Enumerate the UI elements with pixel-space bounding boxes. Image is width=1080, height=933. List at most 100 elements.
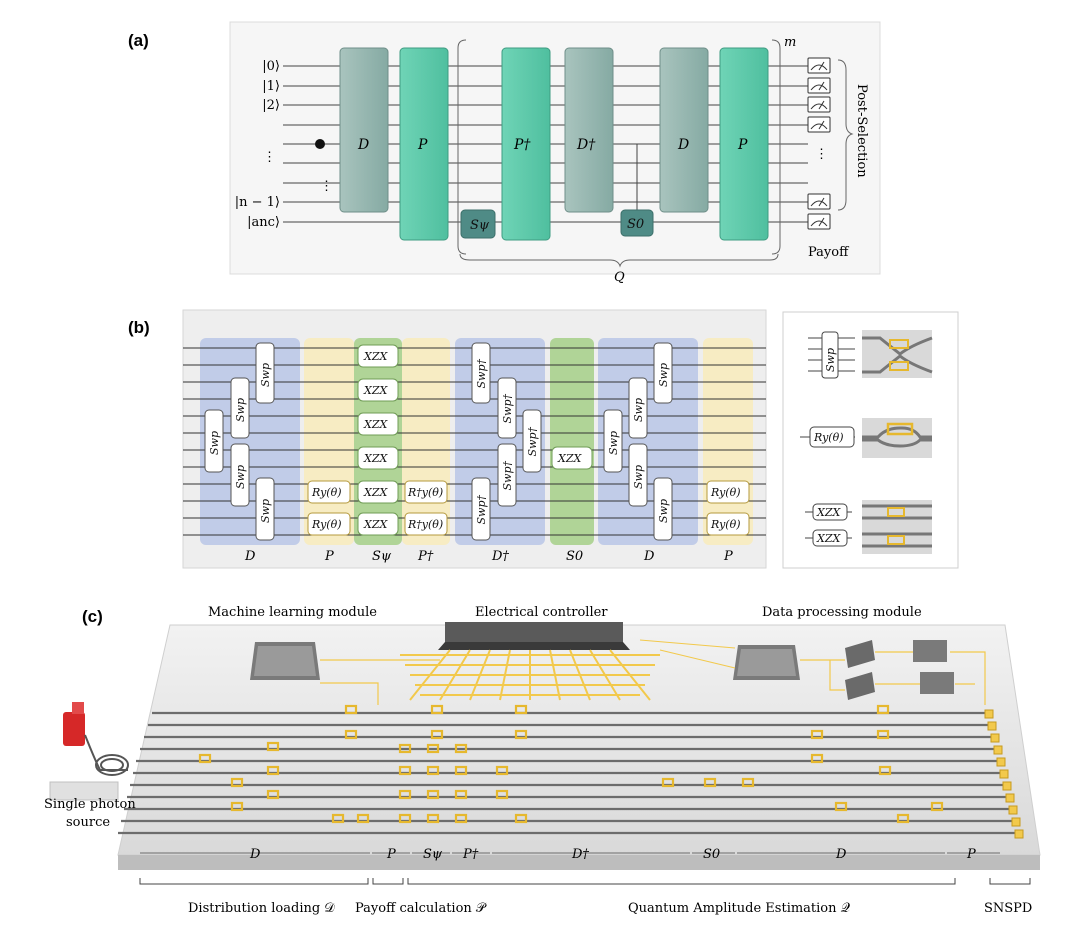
swp-dagger-gate: Swp† <box>497 377 517 439</box>
section-label: D <box>835 847 847 862</box>
ry-dagger-gates: R†y(θ) R†y(θ) <box>404 480 448 536</box>
swp-gates-d: Swp Swp Swp Swp Swp <box>204 342 275 541</box>
section-label: P <box>723 549 733 564</box>
ry-dagger-gate: R†y(θ) <box>404 512 448 536</box>
ml-module-chip <box>250 642 320 680</box>
gate-d: D <box>659 47 709 213</box>
xzx-gate: XZX <box>357 412 399 436</box>
swp-gate: Swp <box>603 409 623 473</box>
svg-text:XZX: XZX <box>363 518 388 531</box>
ry-gates-p: Ry(θ) Ry(θ) <box>307 480 351 536</box>
svg-text:D: D <box>677 137 689 153</box>
ry-gate: Ry(θ) <box>706 512 750 536</box>
swp-gate: Swp <box>628 443 648 507</box>
section-label: P† <box>417 549 434 564</box>
svg-text:Swp: Swp <box>259 499 272 523</box>
section-label: P† <box>462 847 479 862</box>
meter-dots: ⋮ <box>815 147 828 162</box>
svg-text:R†y(θ): R†y(θ) <box>407 518 443 531</box>
legend-xzx: XZX XZX <box>805 503 852 547</box>
gate-p: P <box>399 47 449 241</box>
post-selection-brace <box>837 59 854 211</box>
q-underbrace <box>459 253 779 268</box>
svg-text:Swp: Swp <box>657 499 670 523</box>
svg-text:Swp†: Swp† <box>501 461 514 491</box>
repeat-m-label: m <box>784 35 796 50</box>
meter-icon <box>807 96 831 113</box>
swp-gate: Swp <box>653 477 673 541</box>
distribution-loading-label: Distribution loading 𝒟 <box>188 901 335 916</box>
swp-gate: Swp <box>628 377 648 439</box>
phase-shifters <box>198 704 944 824</box>
svg-text:S0: S0 <box>627 217 644 232</box>
svg-text:Swp: Swp <box>234 465 247 489</box>
q-bracket-right <box>771 39 781 255</box>
svg-text:Swp: Swp <box>607 431 620 455</box>
legend-swp-heater <box>889 361 909 371</box>
single-photon-source <box>49 702 129 801</box>
gate-p-dagger: P† <box>501 47 551 241</box>
swp-gate: Swp <box>230 377 250 439</box>
xzx-gate: XZX <box>357 344 399 368</box>
section-label: Sψ <box>423 847 443 862</box>
swp-gate: Swp <box>230 443 250 507</box>
xzx-gates-s-psi: XZX XZX XZX XZX XZX XZX <box>357 344 399 536</box>
xzx-gate: XZX <box>357 378 399 402</box>
input-label: |1⟩ <box>262 79 280 94</box>
qae-label: Quantum Amplitude Estimation 𝒬 <box>628 901 851 916</box>
chip-section-labels: D P Sψ P† D† S0 D P <box>249 847 976 862</box>
swp-dagger-gate: Swp† <box>471 477 491 541</box>
svg-text:Swp: Swp <box>632 398 645 422</box>
snspd-label: SNSPD <box>984 901 1032 916</box>
legend-ry: Ry(θ) <box>800 426 855 448</box>
svg-text:P: P <box>737 137 748 153</box>
input-label: |2⟩ <box>262 98 280 113</box>
dp-wires <box>800 651 986 705</box>
legend-swp-heater <box>889 339 909 349</box>
input-label: |0⟩ <box>262 59 280 74</box>
section-label: P <box>324 549 334 564</box>
svg-text:Ry(θ): Ry(θ) <box>710 518 741 531</box>
q-bracket-left <box>457 39 467 255</box>
svg-text:Swp: Swp <box>259 363 272 387</box>
gate-d: D <box>339 47 389 213</box>
svg-text:Ry(θ): Ry(θ) <box>311 486 342 499</box>
panel-b-label: (b) <box>128 318 150 337</box>
swp-dagger-gate: Swp† <box>497 443 517 507</box>
svg-text:XZX: XZX <box>816 532 841 545</box>
panel-c-label: (c) <box>82 607 103 626</box>
ry-gate: Ry(θ) <box>706 480 750 504</box>
section-label: Sψ <box>372 549 392 564</box>
bottom-brackets <box>139 878 1031 885</box>
svg-text:Swp†: Swp† <box>526 427 539 457</box>
panel-c: (c) Machine learning module Electrical c… <box>44 605 1041 916</box>
input-dots: ⋮ <box>320 179 333 194</box>
post-selection-label: Post-Selection <box>854 84 869 178</box>
gate-d-dagger: D† <box>564 47 614 213</box>
svg-text:XZX: XZX <box>816 506 841 519</box>
svg-text:Swp: Swp <box>234 398 247 422</box>
swp-gate: Swp <box>255 477 275 541</box>
xzx-gate: XZX <box>357 512 399 536</box>
svg-text:R†y(θ): R†y(θ) <box>407 486 443 499</box>
section-label: D† <box>491 549 509 564</box>
snspd-detectors <box>984 709 1024 839</box>
ry-gate: Ry(θ) <box>307 480 351 504</box>
ry-dagger-gate: R†y(θ) <box>404 480 448 504</box>
section-label: S0 <box>566 549 583 564</box>
svg-text:XZX: XZX <box>363 486 388 499</box>
section-label: P <box>966 847 976 862</box>
input-label: |n − 1⟩ <box>235 195 280 210</box>
input-label: |anc⟩ <box>247 215 280 230</box>
swp-gate: Swp <box>255 342 275 404</box>
section-label: D <box>249 847 261 862</box>
svg-text:Swp: Swp <box>208 431 221 455</box>
data-processing-label: Data processing module <box>762 605 922 620</box>
gate-p: P <box>719 47 769 241</box>
gate-s-psi: Sψ <box>460 209 496 239</box>
legend-swp-waveguide <box>862 336 933 374</box>
payoff-calculation-label: Payoff calculation 𝒫 <box>355 901 487 916</box>
svg-text:Swp†: Swp† <box>475 359 488 389</box>
meter-icon <box>807 193 831 210</box>
